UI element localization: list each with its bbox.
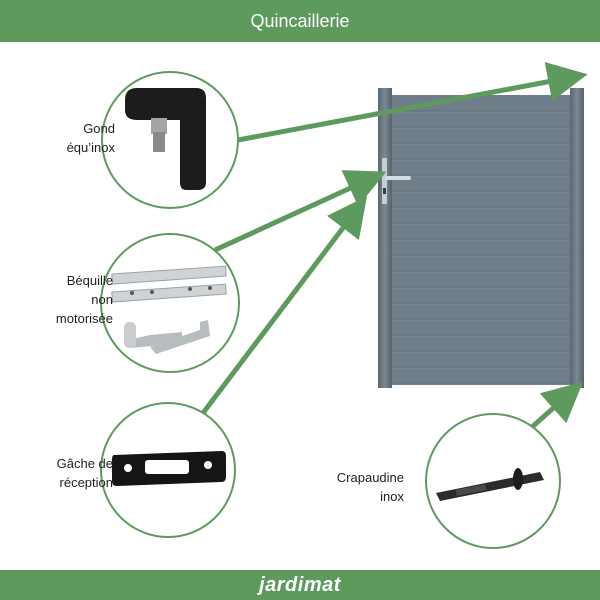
arrow-gond bbox=[237, 62, 588, 143]
arrow-bequille-1 bbox=[213, 170, 387, 253]
bequille-circle bbox=[100, 233, 240, 373]
gache-plate-image bbox=[112, 451, 226, 486]
label-bequille-line-2: non bbox=[91, 292, 113, 307]
arrow-crapaudine bbox=[530, 381, 583, 429]
page-title: Quincaillerie bbox=[250, 10, 350, 31]
gate-left-post bbox=[378, 88, 392, 388]
gate-handle bbox=[385, 176, 411, 180]
page-footer: jardimat bbox=[0, 570, 600, 600]
gate-lock-plate bbox=[382, 158, 387, 204]
pointer-arrows bbox=[201, 62, 588, 429]
gond-hinge-image bbox=[125, 88, 206, 190]
page-header: Quincaillerie bbox=[0, 0, 600, 42]
label-crapaudine: Crapaudine inox bbox=[300, 468, 404, 506]
bequille-handle-image bbox=[111, 265, 227, 354]
gate-keyhole bbox=[383, 188, 386, 194]
label-crapaudine-line-1: Crapaudine bbox=[336, 470, 404, 485]
crapaudine-circle bbox=[425, 413, 561, 549]
brand-logo: jardimat bbox=[259, 573, 341, 596]
label-bequille-line-1: Béquille bbox=[66, 273, 113, 288]
label-bequille-line-3: motorisée bbox=[55, 311, 113, 326]
label-gond-line-2: équ’inox bbox=[66, 140, 115, 155]
label-gache-line-1: Gâche de bbox=[56, 456, 113, 471]
crapaudine-pin-image bbox=[436, 468, 544, 501]
gate bbox=[378, 88, 584, 388]
gate-right-post bbox=[570, 88, 584, 388]
label-gache-line-2: réception bbox=[59, 475, 113, 490]
label-crapaudine-line-2: inox bbox=[380, 489, 404, 504]
arrow-bequille-2 bbox=[201, 196, 368, 415]
label-gache: Gâche de réception bbox=[20, 454, 113, 492]
label-gond-line-1: Gond bbox=[83, 121, 115, 136]
label-bequille: Béquille non motorisée bbox=[20, 271, 113, 328]
label-gond: Gond équ’inox bbox=[20, 119, 115, 157]
